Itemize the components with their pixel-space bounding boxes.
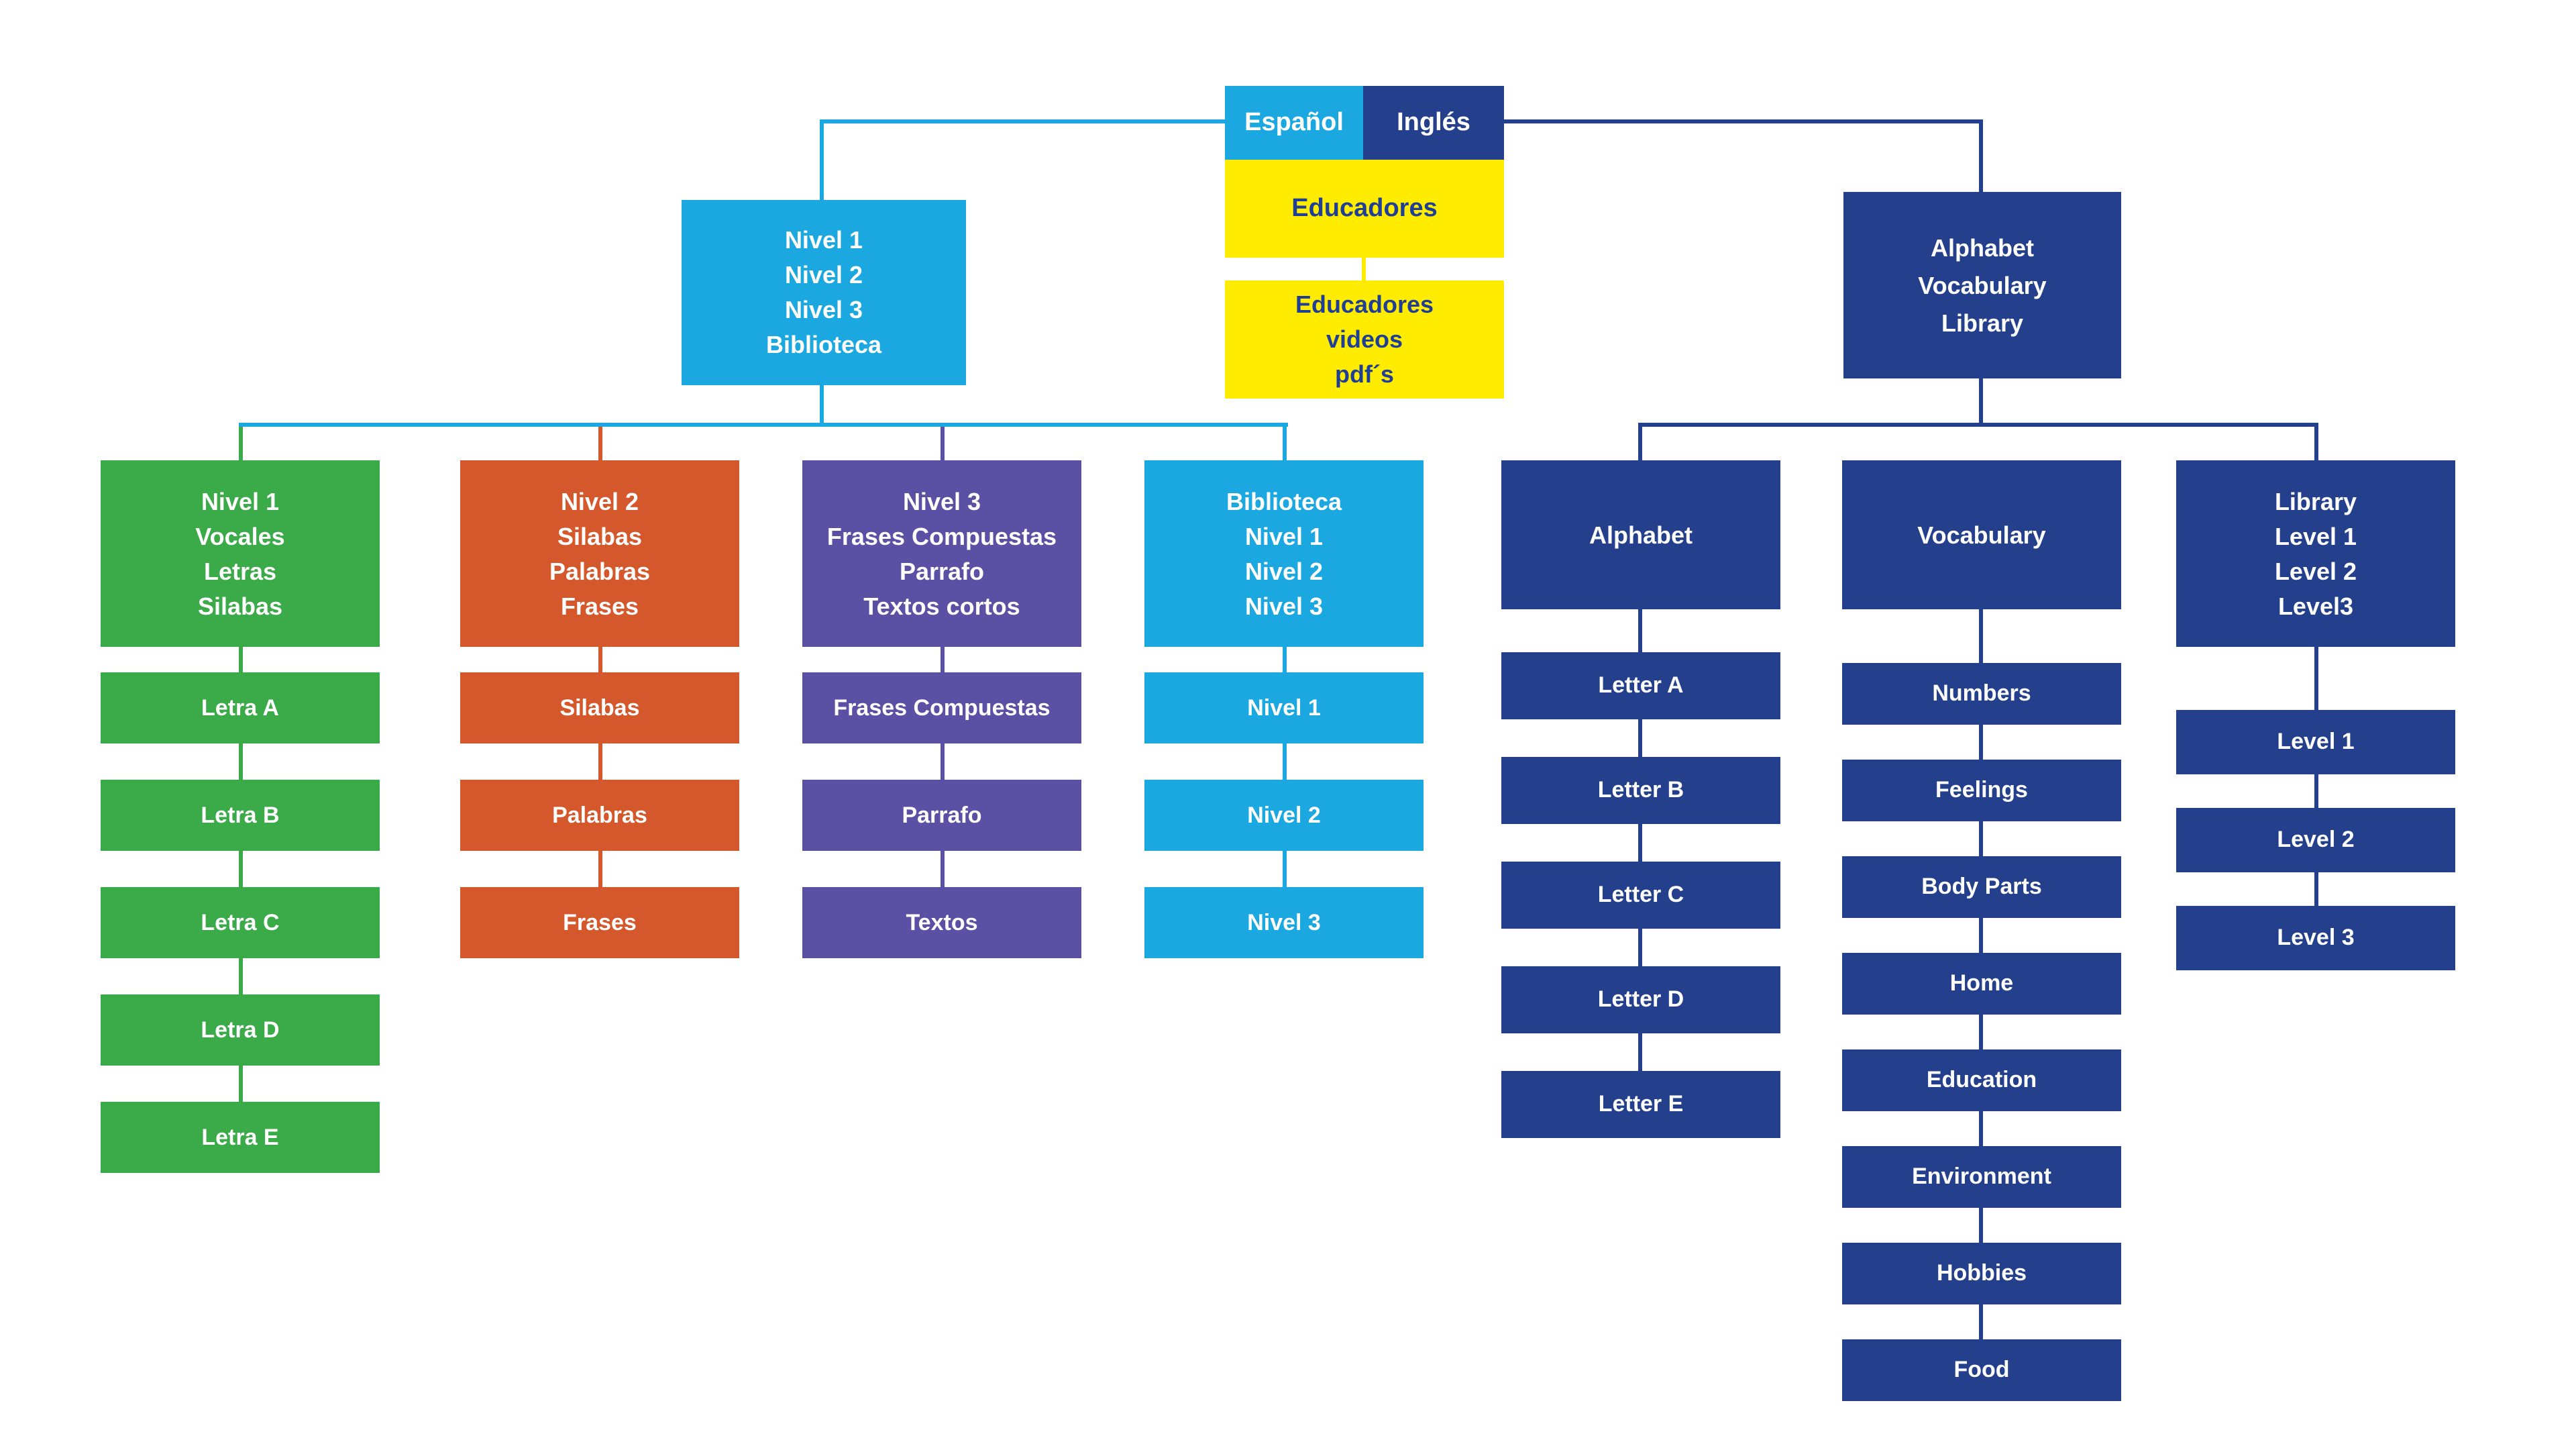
node-education: Education	[1842, 1049, 2121, 1111]
connector-vocabulary-row	[1979, 821, 1983, 856]
connector-vocabulary-row	[1979, 609, 1983, 663]
connector-nivel1-row	[239, 851, 243, 887]
node-level-1: Level 1	[2176, 710, 2455, 774]
connector-library-row	[2314, 647, 2318, 710]
node-alphabet-header: Alphabet	[1501, 460, 1780, 609]
node-biblioteca-nivel2: Nivel 2	[1144, 780, 1424, 851]
connector-vocabulary-row	[1979, 918, 1983, 953]
connector-nivel2-row	[598, 743, 602, 780]
connector-nivel1-drop	[239, 427, 243, 460]
connector-nivel1-row	[239, 958, 243, 994]
node-home: Home	[1842, 953, 2121, 1015]
connector-nivel-parent-drop	[820, 385, 824, 424]
node-frases: Frases	[460, 887, 739, 958]
node-letra-e: Letra E	[101, 1102, 380, 1173]
connector-alphabet-row	[1638, 1033, 1642, 1071]
node-parrafo: Parrafo	[802, 780, 1081, 851]
connector-alphabet-row	[1638, 824, 1642, 862]
connector-nivel1-row	[239, 1066, 243, 1102]
node-feelings: Feelings	[1842, 760, 2121, 821]
connector-biblioteca-row	[1283, 647, 1287, 672]
connector-alphabet-row	[1638, 609, 1642, 652]
node-biblioteca-nivel3: Nivel 3	[1144, 887, 1424, 958]
connector-vocabulary-row	[1979, 725, 1983, 760]
node-letra-a: Letra A	[101, 672, 380, 743]
connector-ingles-branch-v	[1979, 119, 1983, 192]
node-educadores-videos-pdfs: Educadores videos pdf´s	[1225, 280, 1504, 399]
node-silabas: Silabas	[460, 672, 739, 743]
node-letra-c: Letra C	[101, 887, 380, 958]
connector-nivel1-row	[239, 647, 243, 672]
connector-alphabet-row	[1638, 719, 1642, 757]
connector-vocabulary-row	[1979, 1208, 1983, 1243]
node-hobbies: Hobbies	[1842, 1243, 2121, 1304]
node-letra-d: Letra D	[101, 994, 380, 1066]
node-environment: Environment	[1842, 1146, 2121, 1208]
connector-nivel3-row	[941, 647, 945, 672]
connector-vocabulary-row	[1979, 1015, 1983, 1049]
connector-espanol-branch-v	[820, 119, 824, 200]
connector-nivel3-drop	[941, 427, 945, 460]
connector-espanol-branch-h	[821, 119, 1226, 123]
node-letter-d: Letter D	[1501, 966, 1780, 1033]
connector-nivel3-row	[941, 851, 945, 887]
node-ingles-tab: Inglés	[1363, 86, 1504, 160]
connector-vocabulary-row	[1979, 1304, 1983, 1339]
node-palabras: Palabras	[460, 780, 739, 851]
node-letter-e: Letter E	[1501, 1071, 1780, 1138]
node-nivel2-header: Nivel 2 Silabas Palabras Frases	[460, 460, 739, 647]
node-nivel3-header: Nivel 3 Frases Compuestas Parrafo Textos…	[802, 460, 1081, 647]
node-biblioteca-nivel1: Nivel 1	[1144, 672, 1424, 743]
node-letter-c: Letter C	[1501, 862, 1780, 929]
node-letter-a: Letter A	[1501, 652, 1780, 719]
connector-english-bus	[1638, 423, 2318, 427]
connector-biblioteca-row	[1283, 743, 1287, 780]
node-biblioteca-header: Biblioteca Nivel 1 Nivel 2 Nivel 3	[1144, 460, 1424, 647]
connector-library-row	[2314, 774, 2318, 808]
connector-nivel2-drop	[598, 427, 602, 460]
node-level-2: Level 2	[2176, 808, 2455, 872]
connector-library-drop	[2314, 427, 2318, 460]
node-letter-b: Letter B	[1501, 757, 1780, 824]
connector-biblioteca-drop	[1283, 427, 1287, 460]
node-letra-b: Letra B	[101, 780, 380, 851]
node-vocabulary-header: Vocabulary	[1842, 460, 2121, 609]
node-frases-compuestas: Frases Compuestas	[802, 672, 1081, 743]
connector-biblioteca-row	[1283, 851, 1287, 887]
node-spanish-parent: Nivel 1 Nivel 2 Nivel 3 Biblioteca	[682, 200, 966, 385]
connector-library-row	[2314, 872, 2318, 906]
node-food: Food	[1842, 1339, 2121, 1401]
connector-avl-parent-drop	[1979, 378, 1983, 423]
connector-alphabet-drop	[1638, 427, 1642, 460]
node-nivel1-header: Nivel 1 Vocales Letras Silabas	[101, 460, 380, 647]
connector-vocabulary-row	[1979, 1111, 1983, 1146]
connector-nivel2-row	[598, 851, 602, 887]
connector-nivel2-row	[598, 647, 602, 672]
connector-ingles-branch-h	[1504, 119, 1983, 123]
connector-educadores-drop	[1362, 258, 1366, 280]
connector-nivel3-row	[941, 743, 945, 780]
node-library-header: Library Level 1 Level 2 Level3	[2176, 460, 2455, 647]
node-level-3: Level 3	[2176, 906, 2455, 970]
node-body-parts: Body Parts	[1842, 856, 2121, 918]
node-educadores: Educadores	[1225, 160, 1504, 258]
node-textos: Textos	[802, 887, 1081, 958]
connector-spanish-bus	[239, 423, 1288, 427]
node-espanol-tab: Español	[1225, 86, 1363, 160]
node-english-parent: Alphabet Vocabulary Library	[1843, 192, 2121, 378]
connector-nivel1-row	[239, 743, 243, 780]
connector-alphabet-row	[1638, 929, 1642, 966]
node-numbers: Numbers	[1842, 663, 2121, 725]
